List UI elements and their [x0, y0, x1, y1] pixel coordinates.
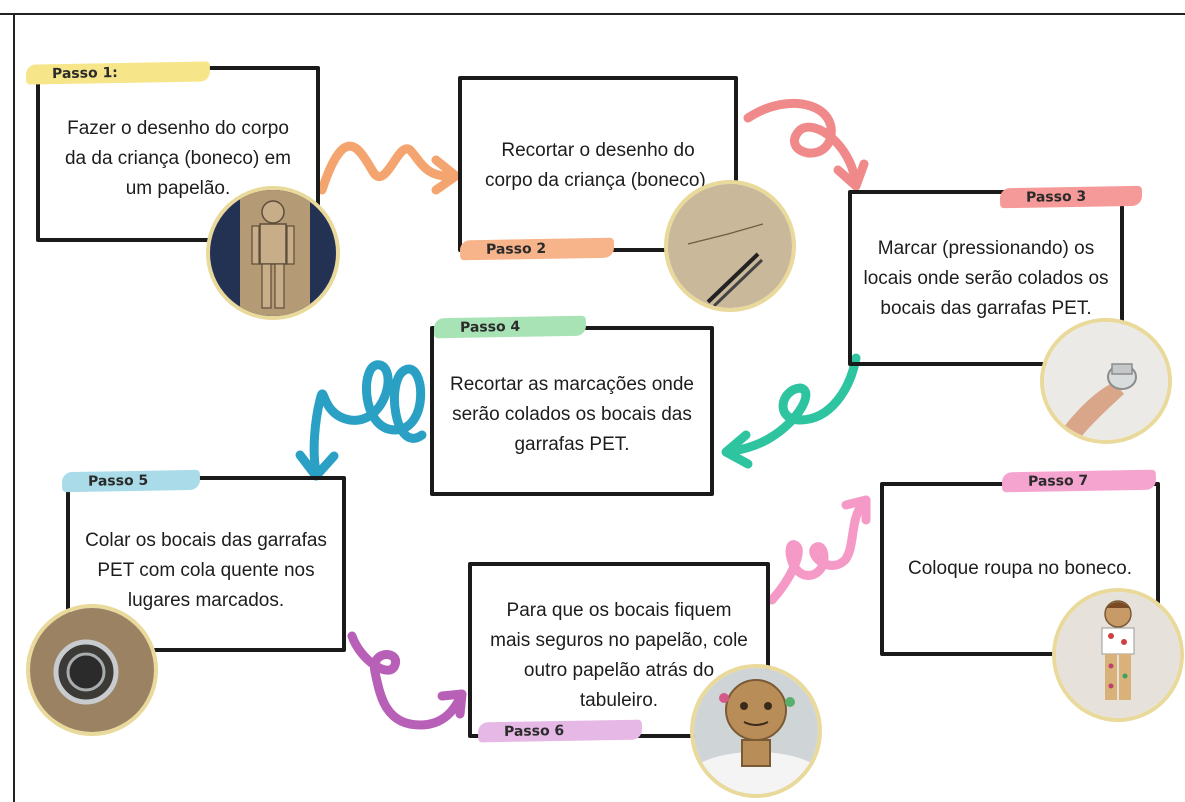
- step-3-tag-label: Passo 3: [1025, 188, 1087, 206]
- step-5-tag: Passo 5: [61, 467, 201, 495]
- arrow-4-5: [309, 360, 427, 477]
- arrow-2-3: [743, 98, 860, 185]
- arrow-1-2-head: [431, 155, 461, 195]
- step-6-text: Para que os bocais fiquem mais seguros n…: [490, 600, 748, 711]
- step-6-photo: [690, 664, 822, 798]
- arrow-1-2: [317, 141, 457, 195]
- step-3-text: Marcar (pressionando) os locais onde ser…: [863, 238, 1109, 319]
- step-2-tag-label: Passo 2: [485, 240, 547, 258]
- step-3-tag: Passo 3: [999, 183, 1143, 211]
- step-6-tag-label: Passo 6: [503, 722, 565, 740]
- step-2-photo: [664, 180, 796, 312]
- step-4-tag: Passo 4: [433, 313, 587, 341]
- step-6-box: Para que os bocais fiquem mais seguros n…: [468, 562, 770, 738]
- step-1-photo: [206, 186, 340, 320]
- step-2-tag: Passo 2: [459, 235, 615, 263]
- step-5-text: Colar os bocais das garrafas PET com col…: [85, 530, 327, 611]
- step-7-photo: [1052, 588, 1184, 722]
- step-4-tag-label: Passo 4: [459, 318, 521, 336]
- step-1-tag-label: Passo 1:: [51, 65, 118, 83]
- frame-top-border: [0, 13, 1185, 15]
- arrow-5-6: [347, 631, 465, 730]
- step-1-text: Fazer o desenho do corpo da da criança (…: [64, 118, 291, 199]
- arrow-5-6-head: [437, 689, 467, 719]
- step-4-text: Recortar as marcações onde serão colados…: [450, 374, 694, 455]
- step-3-box: Marcar (pressionando) os locais onde ser…: [848, 190, 1124, 366]
- arrow-6-7-head: [841, 495, 871, 525]
- step-5-tag-label: Passo 5: [87, 472, 149, 490]
- step-1-tag: Passo 1:: [25, 59, 211, 88]
- step-2-box: Recortar o desenho do corpo da criança (…: [458, 76, 738, 252]
- step-3-photo: [1040, 318, 1172, 444]
- frame-left-border: [13, 13, 15, 802]
- arrow-6-7: [767, 500, 867, 605]
- step-6-tag: Passo 6: [477, 717, 643, 746]
- step-7-text: Coloque roupa no boneco.: [908, 558, 1132, 579]
- step-5-box: Colar os bocais das garrafas PET com col…: [66, 476, 346, 652]
- step-5-photo: [26, 604, 158, 736]
- step-7-tag: Passo 7: [1001, 467, 1157, 495]
- arrow-2-3-head: [833, 159, 869, 191]
- arrow-3-4-head: [721, 430, 753, 469]
- step-4-box: Recortar as marcações onde serão colados…: [430, 326, 714, 496]
- step-7-tag-label: Passo 7: [1027, 472, 1089, 490]
- step-2-text: Recortar o desenho do corpo da criança (…: [484, 140, 711, 191]
- arrow-3-4: [723, 353, 861, 457]
